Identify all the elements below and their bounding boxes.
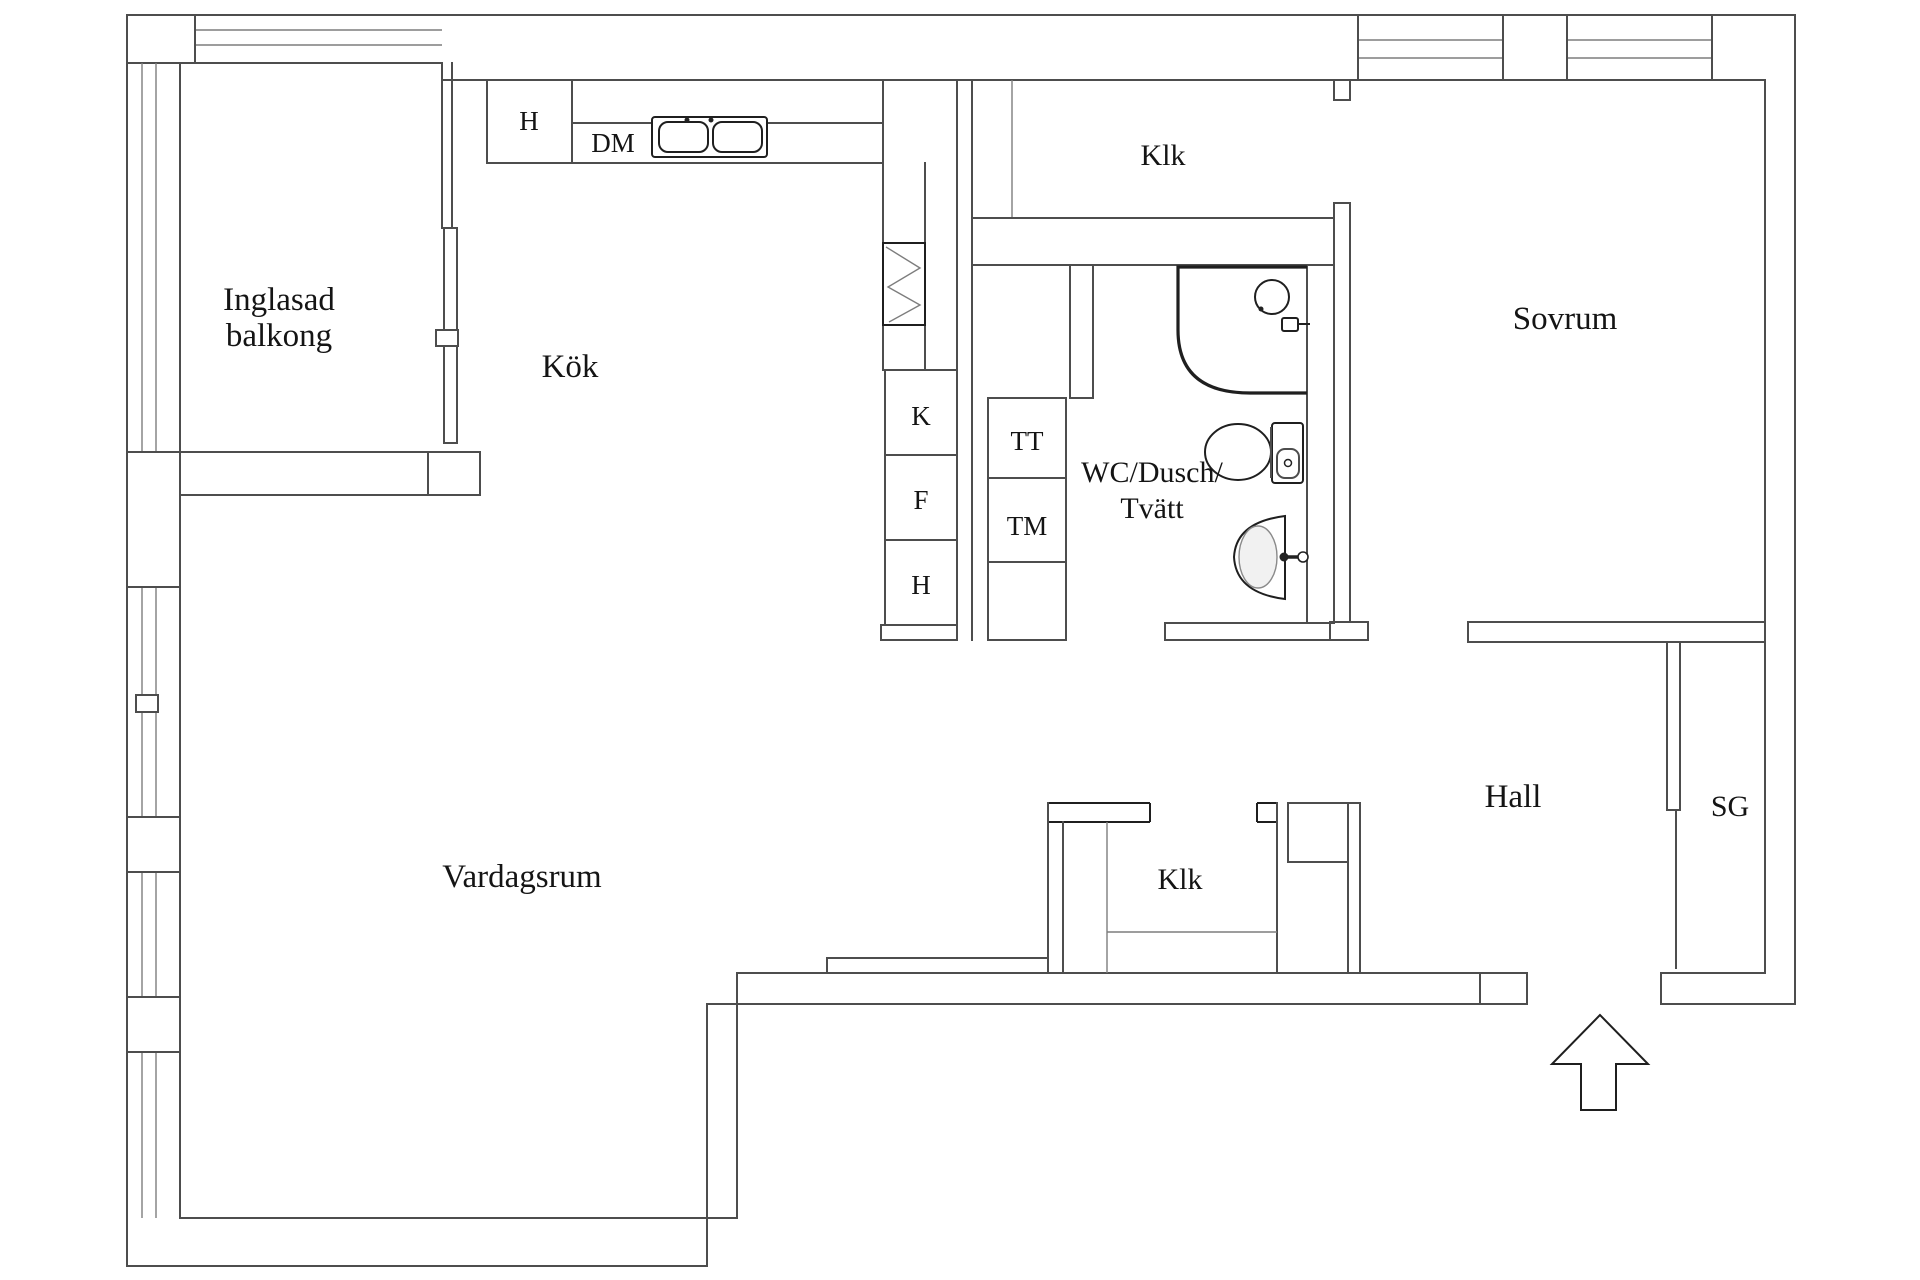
balcony-left-window-glazing [141,63,157,452]
laundry [987,264,1094,641]
bathroom-bottom-wall [1164,622,1335,641]
room-label-bathroom-line2: Tvätt [1120,492,1184,525]
laundry-partition-wall [1069,264,1094,399]
windows [126,14,1713,1218]
kitchen-bottom-stub-wall [880,624,958,641]
appliance-label-cabinet-h-bottom: H [911,570,931,600]
entrance-arrow-icon [1549,1013,1651,1111]
labels: Inglasad balkong Kök H DM Klk Sovrum K F… [223,106,1749,896]
room-label-kitchen: Kök [542,349,599,385]
sg-partition-wall [1666,641,1681,811]
window-handle-icon [135,694,159,713]
living-room-window-frames [126,586,181,1053]
closet-bedroom-wall-lower [1333,202,1351,623]
shower-head-icon [1254,279,1290,315]
hall-pillar-box [1287,802,1349,863]
room-label-wardrobe: SG [1711,790,1749,823]
outer-boundary-left-top-right [126,14,1796,1267]
bathroom-right-wall [1306,264,1335,624]
shower-mixer-icon [1281,317,1299,332]
closet-hall-top-wall-left [1048,802,1151,823]
room-label-bathroom-line1: WC/Dusch/ [1081,456,1223,489]
balcony-top-window-glazing [195,29,442,46]
room-label-closet-top: Klk [1141,139,1186,172]
shower-fixture [1176,265,1310,395]
washer-dryer-dividers [987,477,1067,563]
closet-hall-inner-lines [1106,822,1277,973]
bedroom-bottom-wall [1467,621,1766,643]
room-label-closet-hall: Klk [1158,863,1203,896]
hall-step-wall [826,957,1049,974]
room-label-balcony-line1: Inglasad [223,282,335,318]
kitchen-sink-fixture [651,116,768,158]
washer-dryer-unit [987,397,1067,641]
room-label-living-room: Vardagsrum [442,859,602,895]
wardrobe-sg [1666,641,1681,969]
appliance-label-freezer: F [913,485,928,515]
balcony-door-side-block [427,451,481,496]
room-label-balcony-line2: balkong [226,318,332,354]
bedroom [1329,621,1766,643]
room-label-bedroom: Sovrum [1513,301,1618,337]
bedroom-bottom-wall-stub [1329,621,1369,641]
balcony [126,62,481,496]
entrance-jambs [1479,972,1662,1005]
washbasin-fixture [1232,514,1309,601]
appliance-label-dryer: TT [1011,426,1044,456]
appliance-label-fridge: K [911,401,931,431]
balcony-bottom-wall [126,451,481,496]
bathroom [1164,79,1351,641]
outer-boundary-bottom [126,1003,1528,1267]
living-room-window-glazing-2 [141,872,157,997]
appliance-label-dishwasher: DM [591,128,635,158]
living-room-window-glazing-3 [141,1052,157,1218]
closet-hall-left-wall [1047,802,1064,974]
closet-top [971,80,1335,266]
inner-wall-bottom-mid [179,972,1528,1219]
closet-hall [826,802,1361,974]
bedroom-window-2-frame [1566,14,1713,81]
closet-top-bottom-wall [971,217,1335,266]
appliance-label-washer: TM [1007,511,1048,541]
hall-pillar-wall [1347,802,1361,974]
balcony-door-handle-icon [435,329,459,347]
stove-fixture [882,242,926,326]
room-label-hall: Hall [1485,779,1542,815]
bedroom-window-1-glazing [1358,39,1503,59]
bedroom-window-2-glazing [1567,39,1712,59]
kitchen-cabinet-h [486,79,573,164]
kitchen-closet-dividing-wall [956,79,973,641]
balcony-right-wall [441,62,453,229]
entrance [1549,1013,1651,1111]
bedroom-window-1-frame [1357,14,1504,81]
outer-walls [126,14,1796,1267]
closet-hall-top-wall-right [1256,802,1277,823]
appliance-label-cabinet-h-top: H [519,106,539,136]
kitchen [486,79,973,641]
closet-bedroom-wall-upper [1333,79,1351,101]
toilet-fixture [1204,422,1304,484]
